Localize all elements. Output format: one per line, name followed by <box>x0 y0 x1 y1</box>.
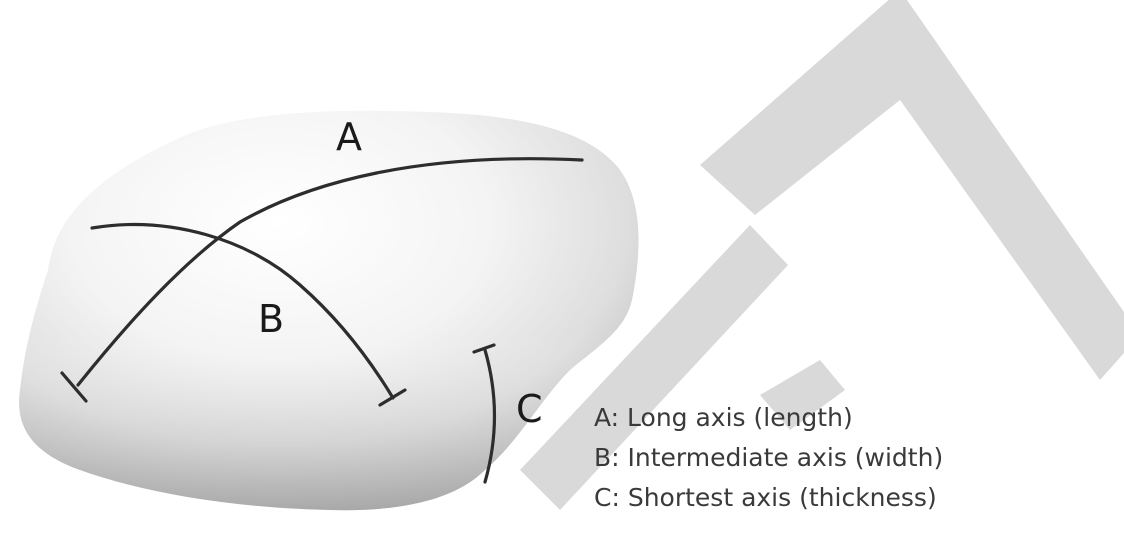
legend-item-b: B: Intermediate axis (width) <box>594 443 944 472</box>
axis-b-curve <box>90 222 395 400</box>
axis-label-c: C <box>516 387 543 431</box>
axis-c-endcap <box>472 343 496 354</box>
axis-b-endcap <box>378 388 407 407</box>
axis-a-endcap <box>60 371 88 403</box>
watermark-logo <box>520 0 1124 510</box>
watermark-bar-top <box>700 0 1124 380</box>
axis-c-curve <box>483 348 496 484</box>
axis-c-line <box>472 343 496 484</box>
axis-b-line <box>90 222 407 407</box>
axis-a-curve <box>76 157 584 387</box>
axis-a-line <box>60 157 584 403</box>
watermark-bar-lower <box>760 360 845 430</box>
axes-legend: A: Long axis (length) B: Intermediate ax… <box>594 398 943 518</box>
legend-item-c: C: Shortest axis (thickness) <box>594 483 937 512</box>
legend-item-a: A: Long axis (length) <box>594 403 853 432</box>
axis-label-b: B <box>258 297 284 341</box>
watermark-bar-diagonal <box>520 225 788 510</box>
axis-label-a: A <box>336 115 362 159</box>
